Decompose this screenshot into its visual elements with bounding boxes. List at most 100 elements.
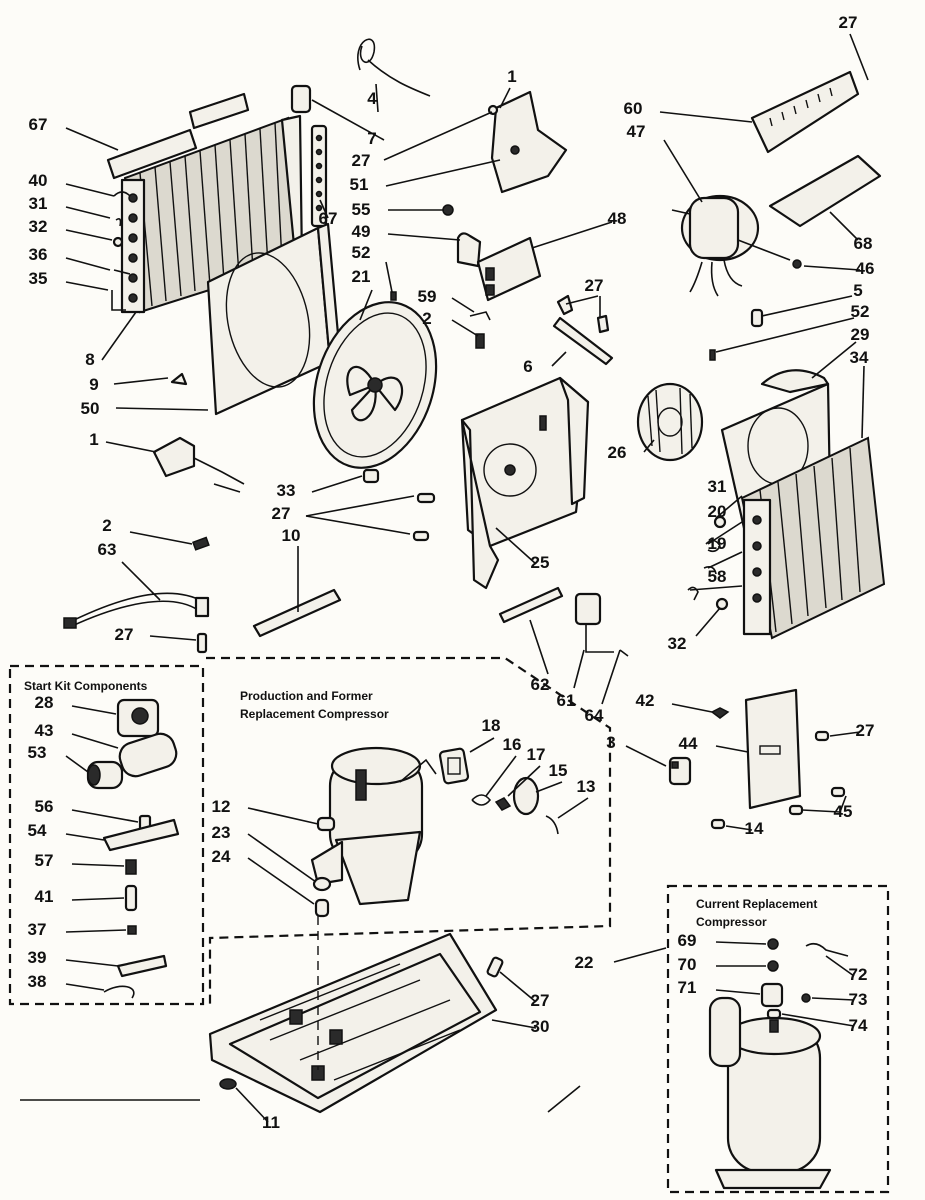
callout-58: 58 <box>708 567 727 586</box>
callout-27: 27 <box>272 504 291 523</box>
callout-52: 52 <box>352 243 371 262</box>
callout-68: 68 <box>854 234 873 253</box>
callout-32: 32 <box>668 634 687 653</box>
callout-53: 53 <box>28 743 47 762</box>
production-title-line2: Replacement Compressor <box>240 707 389 721</box>
current-compressor-box <box>666 884 890 1194</box>
callout-62: 62 <box>531 675 550 694</box>
callout-7: 7 <box>367 129 376 148</box>
callout-27: 27 <box>839 13 858 32</box>
callout-36: 36 <box>29 245 48 264</box>
callout-40: 40 <box>29 171 48 190</box>
terminal-box <box>438 747 470 785</box>
callout-29: 29 <box>851 325 870 344</box>
callout-21: 21 <box>352 267 371 286</box>
callout-69: 69 <box>678 931 697 950</box>
callout-64: 64 <box>585 706 604 725</box>
callout-43: 43 <box>35 721 54 740</box>
callout-18: 18 <box>482 716 501 735</box>
callout-49: 49 <box>352 222 371 241</box>
callout-32: 32 <box>29 217 48 236</box>
callout-56: 56 <box>35 797 54 816</box>
callout-37: 37 <box>28 920 47 939</box>
callout-71: 71 <box>678 978 697 997</box>
clip-part <box>469 311 491 321</box>
callout-54: 54 <box>28 821 47 840</box>
callout-6: 6 <box>523 357 532 376</box>
start-relay <box>116 698 160 738</box>
callout-67: 67 <box>29 115 48 134</box>
callout-11: 11 <box>262 1113 280 1132</box>
callout-27: 27 <box>856 721 875 740</box>
callout-38: 38 <box>28 972 47 991</box>
callout-27: 27 <box>352 151 371 170</box>
start-kit-title: Start Kit Components <box>24 679 148 693</box>
callout-51: 51 <box>350 175 369 194</box>
callout-27: 27 <box>531 991 550 1010</box>
washer-part <box>112 236 124 248</box>
clip-part <box>113 191 131 197</box>
callout-2: 2 <box>102 516 111 535</box>
fan-blade <box>312 301 438 469</box>
callout-44: 44 <box>679 734 698 753</box>
callout-24: 24 <box>212 847 231 866</box>
switch-part <box>574 592 614 653</box>
capacitor-bracket <box>456 232 482 268</box>
callout-31: 31 <box>29 194 48 213</box>
callout-8: 8 <box>85 350 94 369</box>
clip-part <box>115 218 122 227</box>
callout-35: 35 <box>29 269 48 288</box>
callout-19: 19 <box>708 534 727 553</box>
callout-47: 47 <box>627 122 646 141</box>
evaporator-coil <box>740 436 886 640</box>
power-cord <box>63 592 210 629</box>
callout-16: 16 <box>503 735 522 754</box>
condenser-coil <box>120 114 304 314</box>
callout-33: 33 <box>277 481 296 500</box>
callout-59: 59 <box>418 287 437 306</box>
callout-31: 31 <box>708 477 727 496</box>
motor-mount-bracket <box>460 376 590 590</box>
vertical-seal <box>310 124 328 228</box>
top-panel <box>768 154 882 228</box>
callout-10: 10 <box>282 526 301 545</box>
callout-41: 41 <box>35 887 54 906</box>
callout-27: 27 <box>585 276 604 295</box>
strap-part <box>552 316 614 366</box>
overload-protector <box>668 756 692 786</box>
callout-42: 42 <box>636 691 655 710</box>
top-brace <box>750 70 860 154</box>
callout-5: 5 <box>853 281 862 300</box>
callout-2: 2 <box>422 309 431 328</box>
current-compressor <box>708 996 832 1190</box>
callout-73: 73 <box>849 990 868 1009</box>
control-bracket <box>490 90 568 194</box>
seal-strip <box>106 128 198 180</box>
callout-52: 52 <box>851 302 870 321</box>
production-compressor <box>310 746 437 906</box>
sensing-bulb-wire <box>357 38 431 97</box>
callout-39: 39 <box>28 948 47 967</box>
callout-1: 1 <box>89 430 98 449</box>
callout-34: 34 <box>850 348 869 367</box>
callout-61: 61 <box>557 691 576 710</box>
callout-46: 46 <box>856 259 875 278</box>
callout-27: 27 <box>115 625 134 644</box>
start-capacitor <box>118 732 178 778</box>
callout-9: 9 <box>89 375 98 394</box>
callout-74: 74 <box>849 1016 868 1035</box>
callout-60: 60 <box>624 99 643 118</box>
production-title-line1: Production and Former <box>240 689 373 703</box>
callout-72: 72 <box>849 965 868 984</box>
callout-67: 67 <box>319 209 338 228</box>
seal-tube <box>498 586 564 624</box>
callout-55: 55 <box>352 200 371 219</box>
leader-lines <box>20 33 869 1123</box>
clip-part <box>113 269 131 275</box>
callout-3: 3 <box>606 733 615 752</box>
clip-part <box>111 290 126 311</box>
callout-14: 14 <box>745 819 764 838</box>
base-pan <box>208 932 498 1114</box>
